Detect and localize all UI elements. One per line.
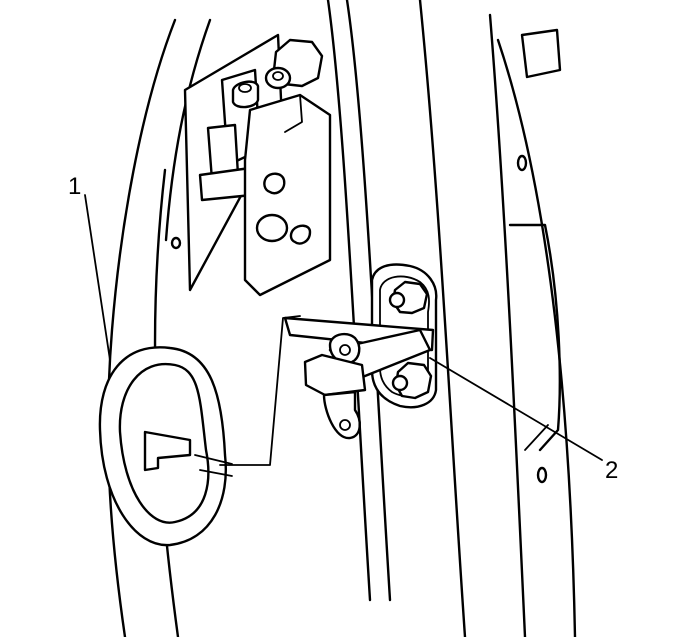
check-link-pointer-line xyxy=(219,315,301,466)
callout-1-label: 1 xyxy=(68,173,81,200)
bracket-nut-upper xyxy=(388,280,429,315)
upper-hinge xyxy=(183,33,332,297)
hole xyxy=(516,154,528,172)
callout-1-leader xyxy=(84,194,111,361)
upper-hinge-bolt xyxy=(264,38,324,90)
door-panel-outline xyxy=(106,0,577,637)
hole xyxy=(536,466,548,484)
hole xyxy=(170,236,182,250)
callout-2-leader xyxy=(429,357,603,461)
bracket-nut-lower xyxy=(391,361,433,400)
check-link-arm xyxy=(283,316,435,440)
access-opening xyxy=(520,28,562,79)
access-hole-plug xyxy=(98,346,233,547)
callout-2-label: 2 xyxy=(605,457,618,484)
